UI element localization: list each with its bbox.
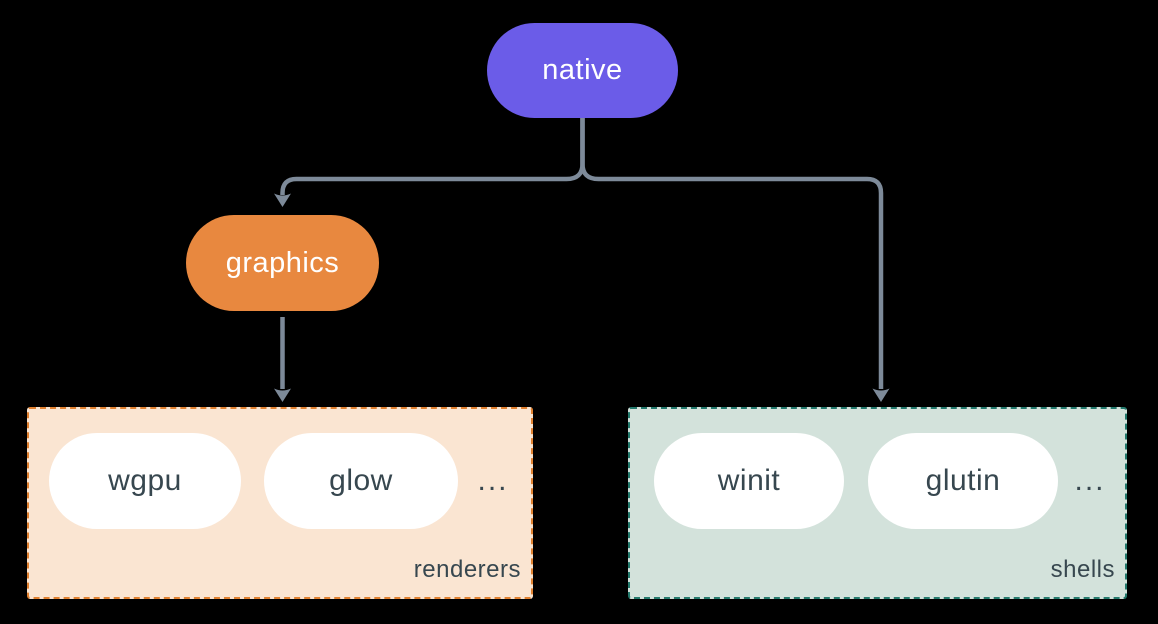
node-glow-label: glow	[329, 464, 393, 497]
node-winit: winit	[654, 433, 844, 529]
group-renderers-label: renderers	[413, 556, 521, 583]
edge-native-graphics	[280, 117, 585, 196]
node-winit-label: winit	[717, 464, 781, 497]
edge-native-shells	[580, 117, 884, 389]
arrowhead-renderers	[274, 388, 291, 402]
arrowhead-graphics	[274, 193, 291, 207]
group-shells-label: shells	[1050, 556, 1115, 583]
group-shells: winit glutin ... shells	[628, 407, 1127, 599]
arrowhead-shells	[872, 388, 890, 402]
shells-ellipsis: ...	[1074, 464, 1106, 497]
node-native-label: native	[542, 54, 623, 86]
node-graphics-label: graphics	[225, 246, 340, 279]
node-native: native	[487, 23, 678, 118]
group-renderers: wgpu glow ... renderers	[27, 407, 533, 599]
node-glow: glow	[264, 433, 458, 529]
renderers-ellipsis: ...	[477, 464, 509, 497]
node-wgpu-label: wgpu	[108, 464, 182, 497]
node-wgpu: wgpu	[49, 433, 241, 529]
node-graphics: graphics	[186, 215, 379, 311]
node-glutin: glutin	[868, 433, 1058, 529]
node-glutin-label: glutin	[925, 464, 1001, 497]
